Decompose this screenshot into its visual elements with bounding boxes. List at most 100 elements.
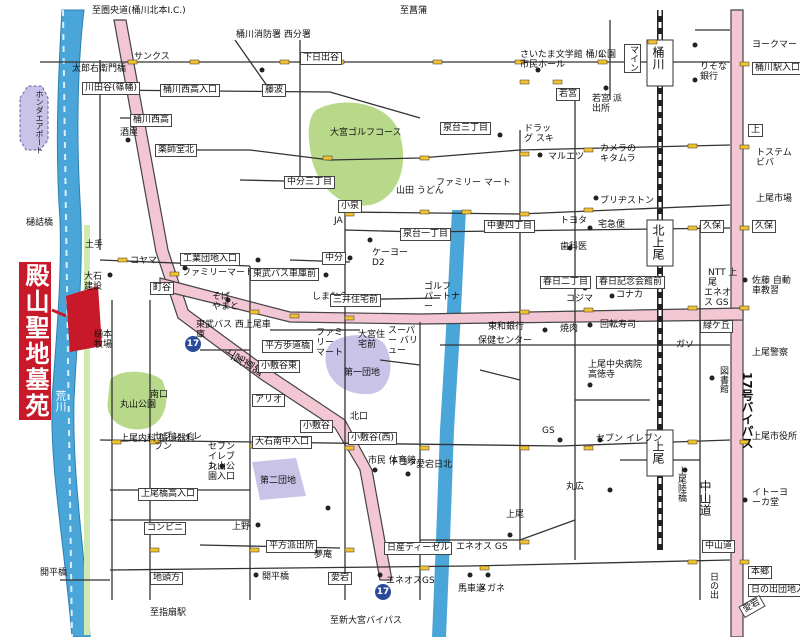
- intersection-label: アリオ: [252, 394, 286, 407]
- cemetery-title: 殿山聖地墓苑: [19, 262, 51, 420]
- place-label: トヨタ: [390, 458, 418, 468]
- kasuga-street: [159, 277, 744, 325]
- place-label: トステム ビバ: [756, 148, 792, 168]
- place-label: セブン イレブン: [154, 432, 202, 452]
- intersection-label: 工業団地入口: [180, 253, 241, 266]
- place-label: 図書館: [718, 366, 728, 393]
- intersection-label: 日の出団地入口: [748, 584, 800, 597]
- golf-course: [308, 102, 404, 206]
- place-label: 上野: [232, 522, 251, 532]
- intersection-label: 本郷: [748, 566, 773, 579]
- intersection-label: 泉台三丁目: [440, 122, 492, 135]
- airport-label: ホンダエアポート: [35, 90, 44, 154]
- dir-north-top: 至圏央道(桶川北本I.C.): [92, 6, 186, 16]
- place-label: 東武バス 西上尾車庫: [196, 320, 271, 340]
- place-label: 開平橋: [40, 568, 68, 578]
- place-label: コナカ: [616, 290, 644, 300]
- place-label: ヨークマート: [752, 40, 800, 50]
- place-label: 土手: [85, 240, 104, 250]
- intersection-label: 平方歩道橋: [262, 340, 314, 353]
- intersection-label: 久保: [752, 220, 777, 233]
- place-label: セブン イレブン: [208, 442, 236, 472]
- place-label: ゴルフ パートナー: [424, 282, 461, 312]
- place-label: 上尾市役所: [752, 432, 798, 442]
- place-label: 大石 建設: [84, 272, 103, 292]
- place-label: 丸山公園入口: [208, 462, 236, 482]
- dir-north-right: 至菖蒲: [400, 6, 428, 16]
- place-label: 丸広: [566, 482, 585, 492]
- place-label: 東和銀行: [488, 322, 525, 332]
- place-label: ファミリー マート: [316, 328, 344, 358]
- place-label: NTT 上尾: [708, 268, 738, 288]
- place-label: カメラの キタムラ: [600, 144, 637, 164]
- place-label: ファミリー マート: [436, 178, 511, 188]
- place-label: 佐藤 自動車教習: [752, 276, 791, 296]
- place-label: 太郎右衛門橋: [72, 64, 127, 74]
- intersection-label: 春日二丁目: [540, 276, 592, 289]
- place-label: 焼肉: [560, 324, 579, 334]
- place-label: 公園: [598, 50, 617, 60]
- daiichi-danchi: [325, 335, 391, 395]
- place-label: 上尾内科 循環器科: [120, 434, 195, 444]
- maruyama-label: 丸山公園: [120, 400, 157, 410]
- intersection-label: 小泉: [338, 200, 363, 213]
- place-label: コヤマ: [130, 256, 158, 266]
- intersection-label: 地頭方: [150, 572, 184, 585]
- place-label: GS: [542, 426, 555, 436]
- place-label: 開平橋: [262, 572, 290, 582]
- place-label: 北口: [350, 412, 369, 422]
- place-label: ケーヨー D2: [372, 248, 409, 268]
- ageo-road: [113, 19, 393, 581]
- intersection-label: 中分: [322, 252, 347, 265]
- place-label: コジマ: [566, 294, 594, 304]
- intersection-label: 上尾橋高入口: [138, 488, 199, 501]
- place-label: 大宮住宅前: [358, 330, 386, 350]
- place-label: 上尾市場: [756, 194, 793, 204]
- place-label: 日の出: [708, 572, 718, 599]
- place-label: 山田 うどん: [396, 186, 444, 196]
- intersection-label: 中分三丁目: [284, 176, 336, 189]
- intersection-label: 町谷: [150, 282, 175, 295]
- route17-bypass: [730, 9, 744, 637]
- intersection-label: 日産ディーゼル: [384, 542, 453, 555]
- place-label: エネオス GS: [456, 542, 508, 552]
- place-label: 若宮 派出所: [592, 94, 622, 114]
- place-label: ドラッグ スキ: [524, 124, 554, 144]
- place-label: 上尾: [506, 510, 525, 520]
- place-label: マルエツ: [548, 152, 585, 162]
- station-kitaageo: 北上尾: [651, 224, 665, 260]
- place-label: 宅急便: [598, 220, 626, 230]
- maruyama-park: [107, 371, 167, 430]
- honda-airport-area: [19, 85, 49, 151]
- place-label: セブン イレブン: [596, 434, 662, 444]
- place-label: 歯科医: [560, 242, 588, 252]
- intersection-label: 下日出谷: [300, 52, 343, 65]
- intersection-label: 久保: [700, 220, 725, 233]
- place-label: ガソ: [676, 340, 695, 350]
- intersection-label: 愛宕: [328, 572, 353, 585]
- place-label: サンクス: [134, 52, 170, 62]
- place-label: JA: [334, 216, 343, 226]
- daini-danchi: [252, 458, 306, 500]
- place-label: トヨタ: [560, 216, 588, 226]
- route17-shield-bottom: 17: [375, 584, 391, 600]
- place-label: ブリヂストン: [600, 196, 655, 206]
- intersection-label: 中妻四丁目: [484, 220, 536, 233]
- daiichi-label: 第一団地: [344, 368, 381, 378]
- place-label: 保健センター: [478, 336, 533, 346]
- place-label: スーパー バリュー: [388, 326, 418, 356]
- place-label: 市民 体育館: [368, 456, 416, 466]
- intersection-label: 小敷谷: [300, 420, 334, 433]
- intersection-label: 緑ケ丘: [700, 320, 734, 333]
- intersection-label: 桶川駅入口: [752, 62, 800, 75]
- place-label: エネオスGS: [386, 576, 435, 586]
- station-okegawa: 桶川: [651, 46, 665, 70]
- intersection-label: 泉台一丁目: [400, 228, 452, 241]
- place-label: ファミリーマート: [182, 268, 255, 278]
- place-label: 愛宕日北: [416, 460, 453, 470]
- place-label: 樋詰橋: [26, 218, 54, 228]
- intersection-label: 春日記念会館前: [596, 276, 666, 289]
- place-label: 夢庵: [314, 550, 333, 560]
- place-label: 南口: [150, 390, 169, 400]
